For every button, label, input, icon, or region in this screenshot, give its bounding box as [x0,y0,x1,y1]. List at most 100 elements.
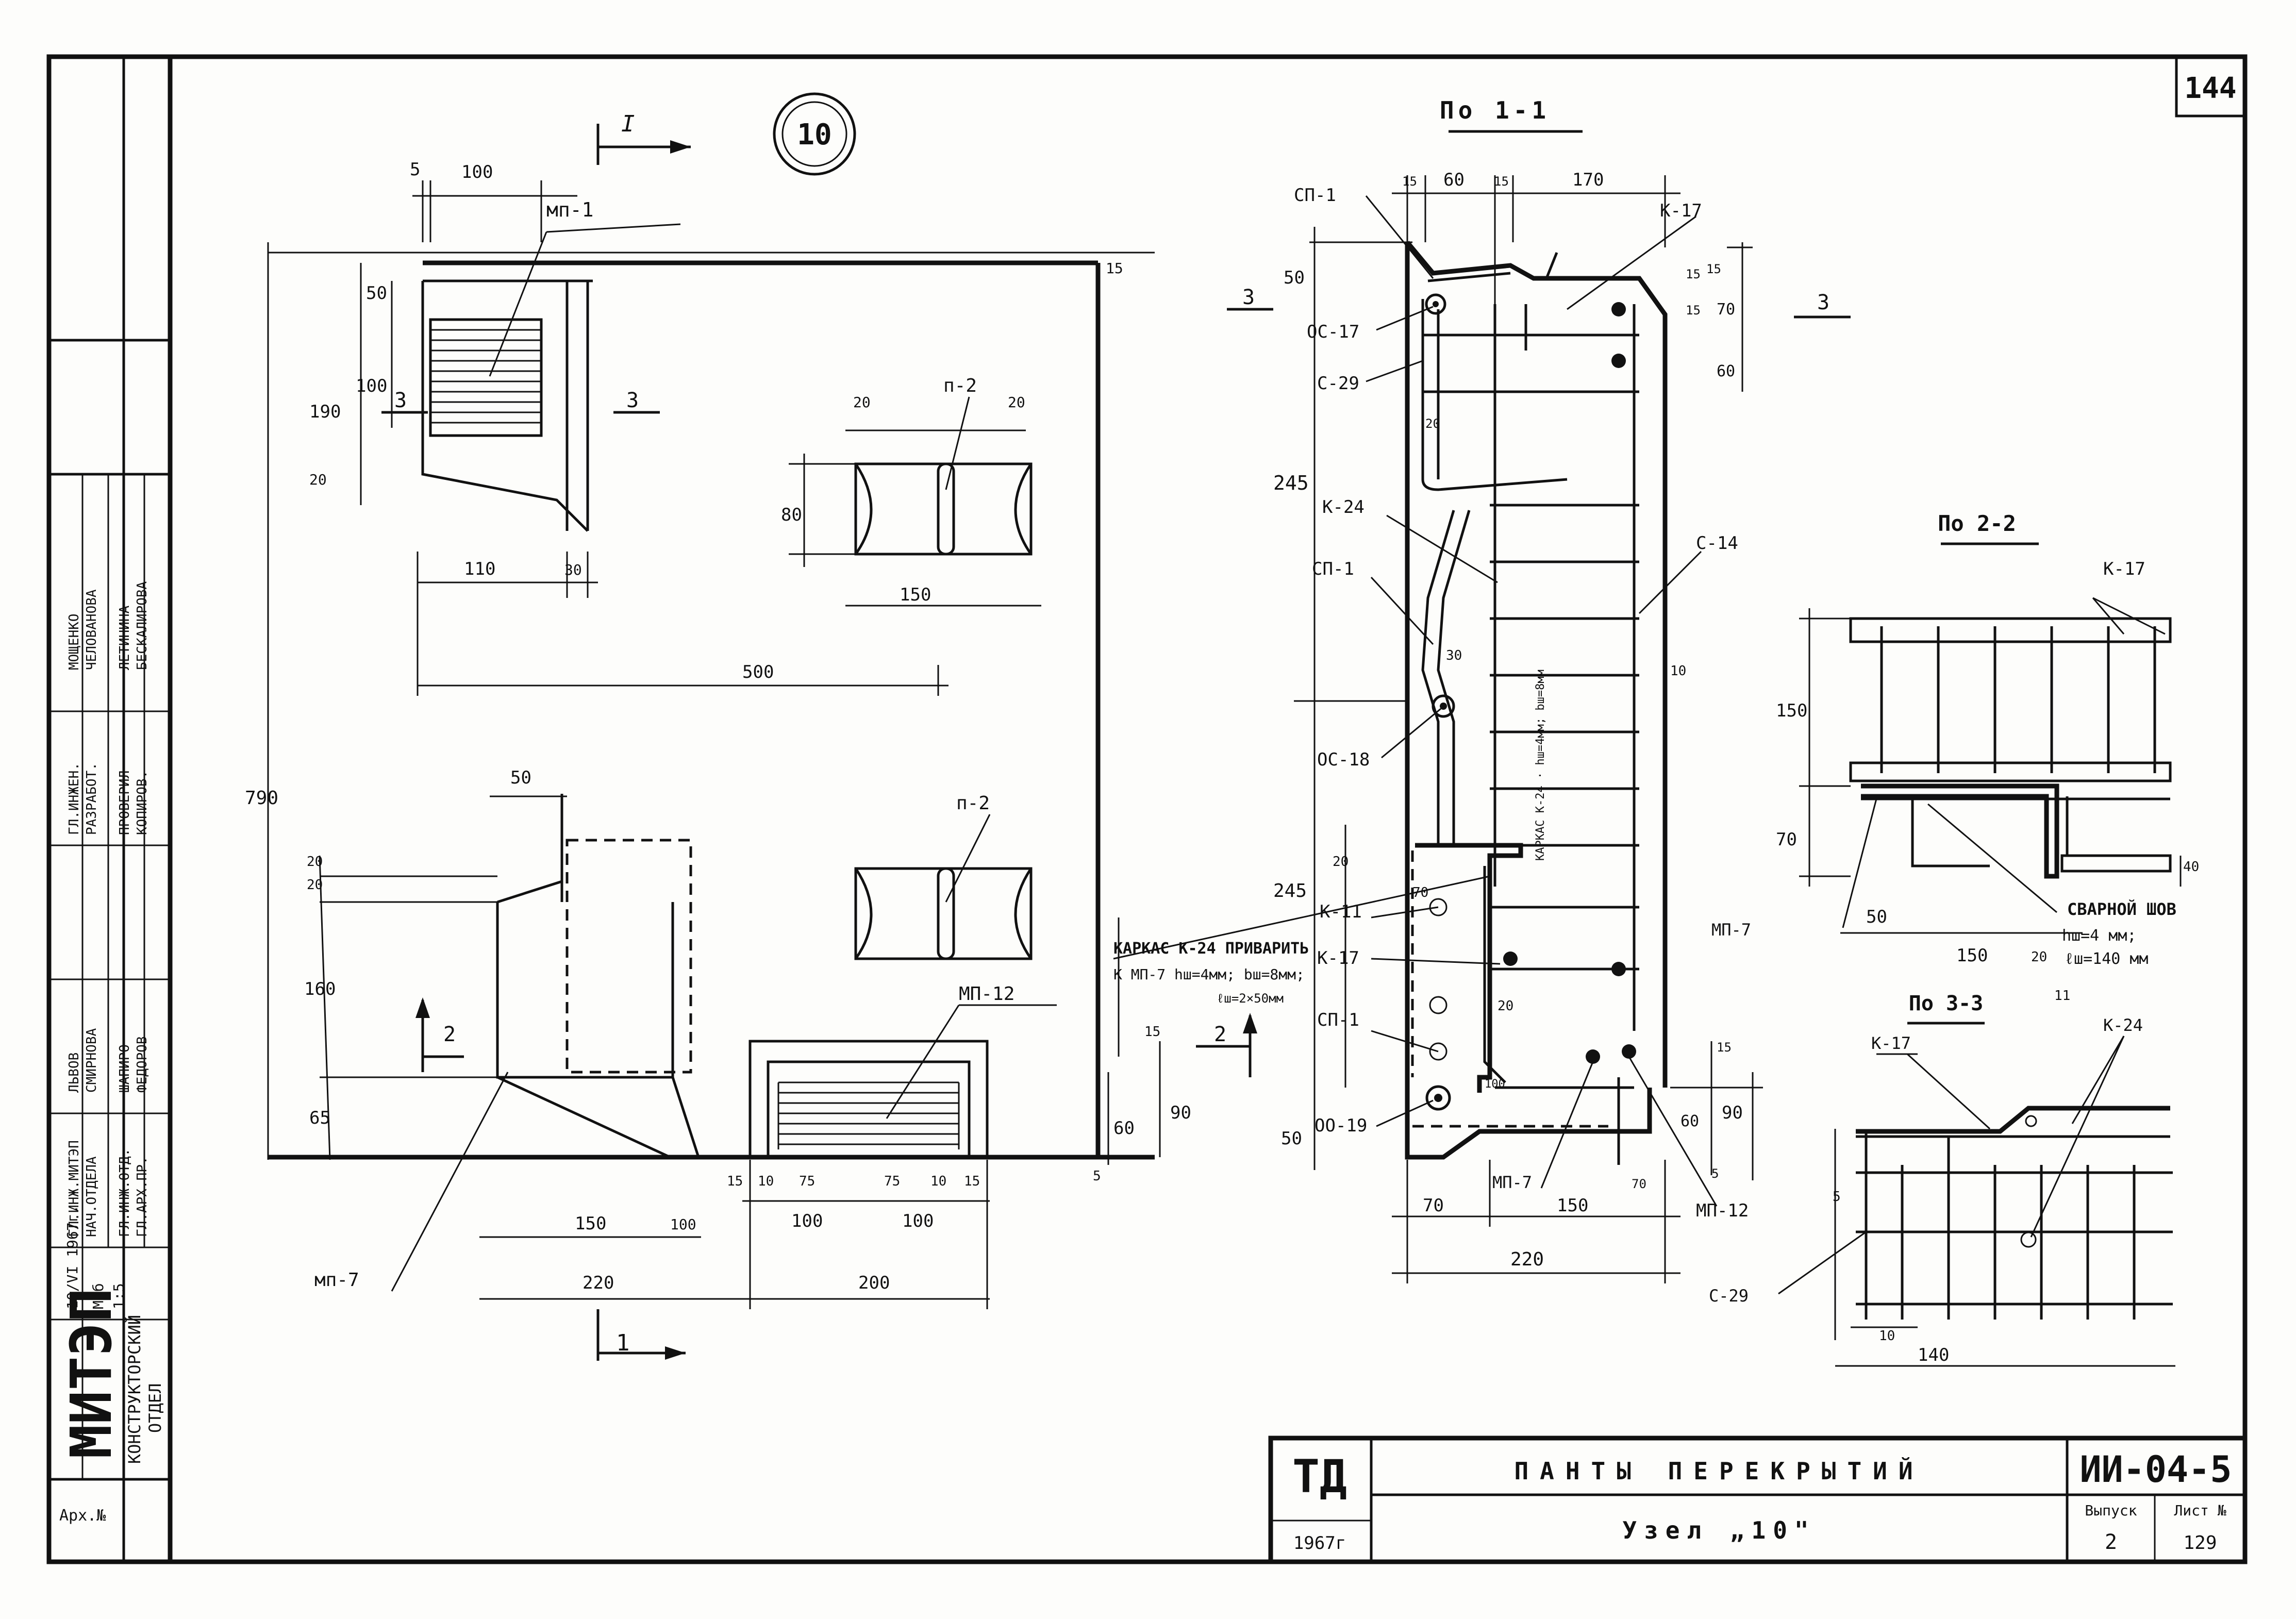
s22-dim-70: 70 [1776,829,1797,850]
stamp-role-2: ГЛ.ИНЖ.ОТД. [117,1148,132,1237]
s11-dim-150: 150 [1557,1195,1588,1216]
s22-label-mp7: МП-7 [1711,920,1751,940]
plan-dim-20c: 20 [307,854,323,870]
s33-label-k17: К-17 [1871,1033,1911,1053]
section-arrow-icon [1243,1013,1257,1033]
label-mp7: мп-7 [314,1270,359,1291]
plan-dim-15b: 15 [727,1174,743,1189]
s11-dim-15a: 15 [1402,174,1417,189]
s11-dim-20b: 20 [1333,854,1349,870]
svg-text:КАРКАС К-24 · hш=4мм; bш=8мм: КАРКАС К-24 · hш=4мм; bш=8мм [1534,670,1547,861]
plan-dim-75b: 75 [884,1174,900,1189]
stamp-name-6: ЛЕТИНИНА [117,605,132,670]
s11-label-s29: С-29 [1317,373,1359,394]
plan-dim-65: 65 [309,1108,330,1128]
plan-dim-100: 100 [461,162,493,182]
plan-dim-50: 50 [366,283,387,304]
s11-dim-100: 100 [1485,1078,1505,1091]
s11-dim-15e: 15 [1686,303,1701,318]
sheet-value: 129 [2183,1532,2217,1554]
node-circle [773,92,856,176]
stamp-role-7: КОПИРОВ. [135,771,150,835]
s33-label-s29: С-29 [1709,1286,1749,1306]
s11-label-k17top: К-17 [1660,201,1702,221]
s11-label-k17: К-17 [1317,948,1359,969]
stamp-org: МИТЭП [58,1288,124,1459]
p2-plate-top [854,462,1033,556]
sec3-right: 3 [626,389,639,412]
s22-dim-150: 150 [1776,700,1807,721]
plan-dim-100b: 100 [356,376,387,396]
s22-dim-40: 40 [2183,859,2199,875]
stamp-name-4: МОЩЕНКО [66,613,82,670]
s11-label-s14: С-14 [1696,533,1738,554]
s22-dim-11: 11 [2054,988,2070,1004]
s11-dim-15c: 15 [1706,262,1721,276]
s11-label-sp1b: СП-1 [1312,559,1354,579]
stamp-scale-value: 1:5 [110,1283,127,1309]
stamp-dept-1: КОНСТРУКТОРСКИЙ [125,1315,144,1464]
s11-dim-30: 30 [1446,648,1462,663]
plan-dim-60: 60 [1113,1118,1135,1139]
weld-note-3: ℓш=2×50мм [1217,991,1284,1006]
plan-dim-10a: 10 [758,1174,774,1189]
s11-dim-245b: 245 [1273,880,1307,902]
s11-dim-15d: 15 [1686,267,1701,281]
plan-dim-200: 200 [858,1273,890,1293]
section-2-2-title: По 2-2 [1938,511,2016,536]
s22-dim-20: 20 [2031,949,2047,965]
section-arrow-icon [670,140,691,154]
s11-label-mp12: МП-12 [1696,1200,1749,1221]
s22-dim-150b: 150 [1956,945,1988,966]
s11-dim-20: 20 [1425,416,1440,431]
sec3-left: 3 [394,389,407,412]
sec2-right: 2 [1214,1023,1226,1046]
stamp-role-0: ГЛ.ИНЖ.МИТЭП [66,1140,82,1237]
s11-dim-70c: 70 [1423,1195,1444,1216]
s11-label-sp1a: СП-1 [1294,185,1336,206]
stamp-role-4: ГЛ.ИНЖЕН. [66,762,82,835]
p2-plate-bottom [854,867,1033,960]
section-arrow-icon [665,1346,686,1360]
s11-label-os18: ОС-18 [1317,749,1370,770]
s11-label-sp1c: СП-1 [1317,1010,1359,1030]
sheet-label: Лист № [2174,1502,2226,1519]
s11-dim-245: 245 [1273,472,1309,494]
stamp-date: 10/VI 1967г. [64,1205,81,1309]
plan-dimension-lines [267,180,1161,1309]
plan-dim-790: 790 [245,788,278,809]
s33-dim-10: 10 [1879,1328,1895,1344]
plan-dim-20d: 20 [307,877,323,893]
stamp-role-6: ПРОВЕРИЛ [117,771,132,835]
drawing-code: ИИ-04-5 [2079,1448,2232,1491]
s11-dim-15b: 15 [1494,174,1509,189]
plan-dim-20b: 20 [1008,394,1025,411]
plan-dim-15c: 15 [964,1174,980,1189]
stamp-role-3: ГЛ.АРХ.ПР. [135,1156,150,1237]
plan-dim-150: 150 [900,585,931,605]
stamp-name-1: СМИРНОВА [84,1028,99,1093]
label-mp1: мп-1 [546,198,594,221]
s11-dim-10: 10 [1670,663,1686,679]
plan-dim-15a: 15 [1106,260,1123,277]
s11-sec3-b: 3 [1817,291,1829,314]
s33-dim-140: 140 [1918,1345,1949,1365]
s11-dim-5: 5 [1711,1166,1719,1181]
stamp-role-1: НАЧ.ОТДЕЛА [84,1156,99,1237]
label-p2b: п-2 [956,793,990,814]
section-arrow-icon [415,997,430,1018]
section-1-1-leaders [1365,195,1718,1207]
s11-label-os17: ОС-17 [1307,322,1359,342]
s11-dim-15f: 15 [1717,1040,1732,1055]
s11-label-k24: К-24 [1322,497,1365,518]
s22-label-k17: К-17 [2103,559,2145,579]
plan-dim-15d: 15 [1144,1024,1160,1040]
plan-dim-5b: 5 [1093,1169,1101,1184]
section-1-1-title: По 1-1 [1440,96,1550,124]
title-logo: ТД [1292,1450,1347,1503]
sheet-title: Узел „10" [1622,1516,1816,1544]
s11-dim-70d: 70 [1632,1177,1646,1191]
s11-sec3-a: 3 [1242,286,1255,309]
sheet-frame: 144 [46,54,2248,1564]
